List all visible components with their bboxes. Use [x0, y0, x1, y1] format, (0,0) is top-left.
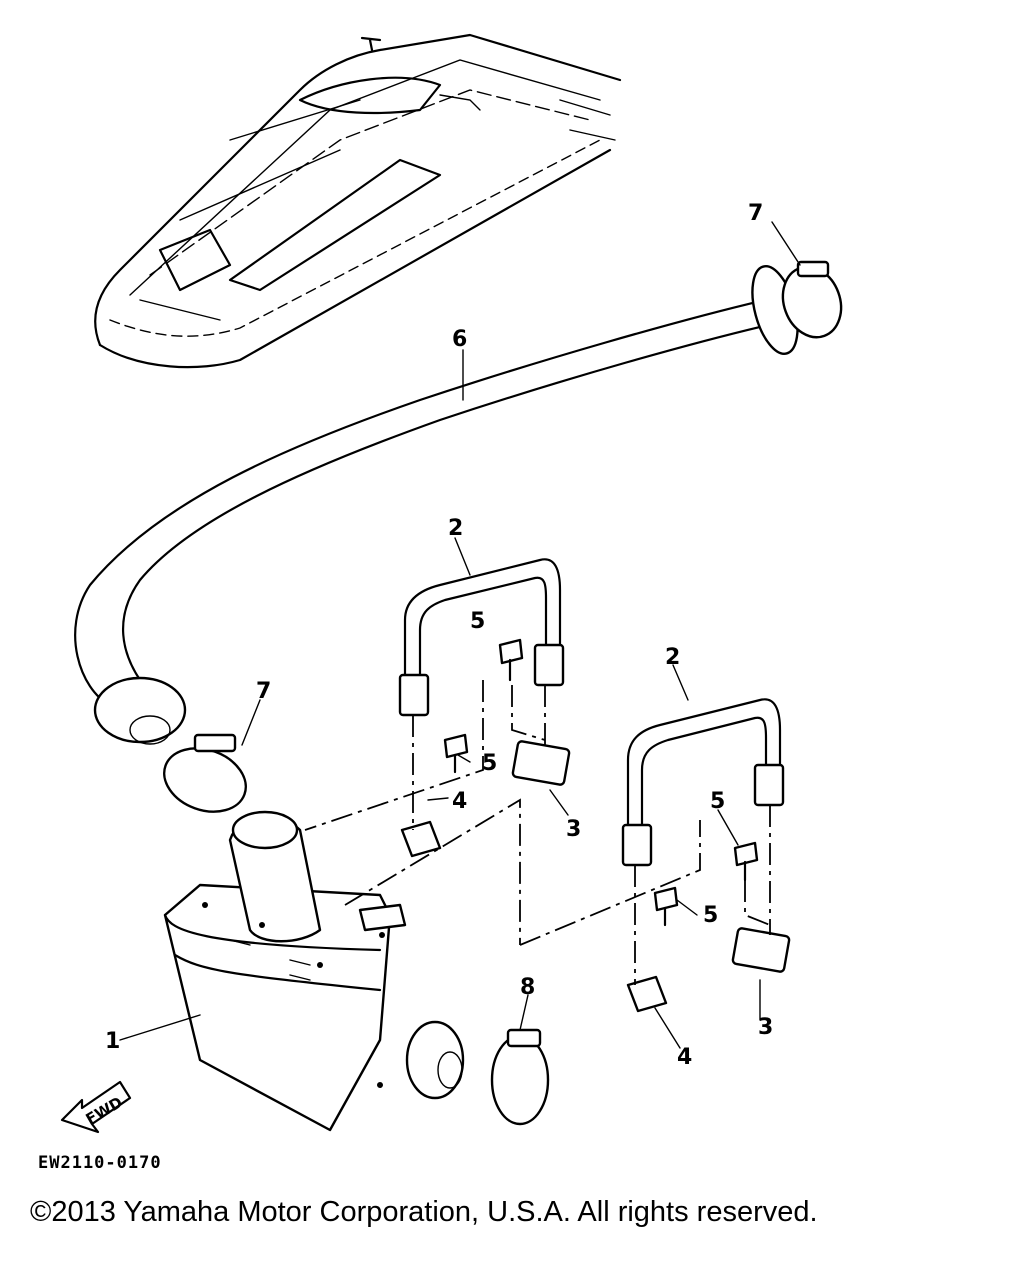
damper-right [731, 927, 791, 973]
bracket-right [626, 975, 668, 1013]
assembly-lines [304, 680, 771, 985]
callout-5-c: 5 [710, 789, 725, 814]
callout-4-right: 4 [677, 1045, 692, 1070]
hose-clamp-lower [163, 733, 247, 813]
callout-5-d: 5 [703, 903, 718, 928]
bracket-left [400, 820, 442, 858]
strap-band-left [398, 558, 565, 717]
callout-7-lower: 7 [256, 679, 271, 704]
muffler [163, 810, 465, 1132]
damper-left [511, 740, 571, 786]
callout-4-left: 4 [452, 789, 467, 814]
exhaust-hose [74, 265, 799, 745]
copyright-notice: ©2013 Yamaha Motor Corporation, U.S.A. A… [30, 1196, 818, 1228]
fwd-label: FWD [83, 1093, 126, 1128]
callout-6: 6 [452, 327, 467, 352]
watercraft-hull [94, 33, 622, 369]
callout-1: 1 [105, 1029, 120, 1054]
drawing-code: EW2110-0170 [38, 1153, 162, 1173]
callout-3-right: 3 [758, 1015, 773, 1040]
callout-2-left: 2 [448, 516, 463, 541]
callout-3-left: 3 [566, 817, 581, 842]
callout-2-right: 2 [665, 645, 680, 670]
hose-clamp-upper [781, 260, 843, 339]
callout-5-a: 5 [470, 609, 485, 634]
bolt [443, 638, 759, 927]
outlet-clamp [490, 1028, 550, 1126]
callout-7-upper: 7 [748, 201, 763, 226]
fwd-arrow-icon: FWD [60, 1080, 132, 1134]
strap-band-right [621, 698, 785, 867]
callout-labels: 6 7 7 2 2 5 5 4 3 5 5 3 4 8 1 [105, 201, 773, 1070]
leader-lines [119, 221, 801, 1049]
callout-5-b: 5 [482, 751, 497, 776]
callout-8: 8 [520, 975, 535, 1000]
